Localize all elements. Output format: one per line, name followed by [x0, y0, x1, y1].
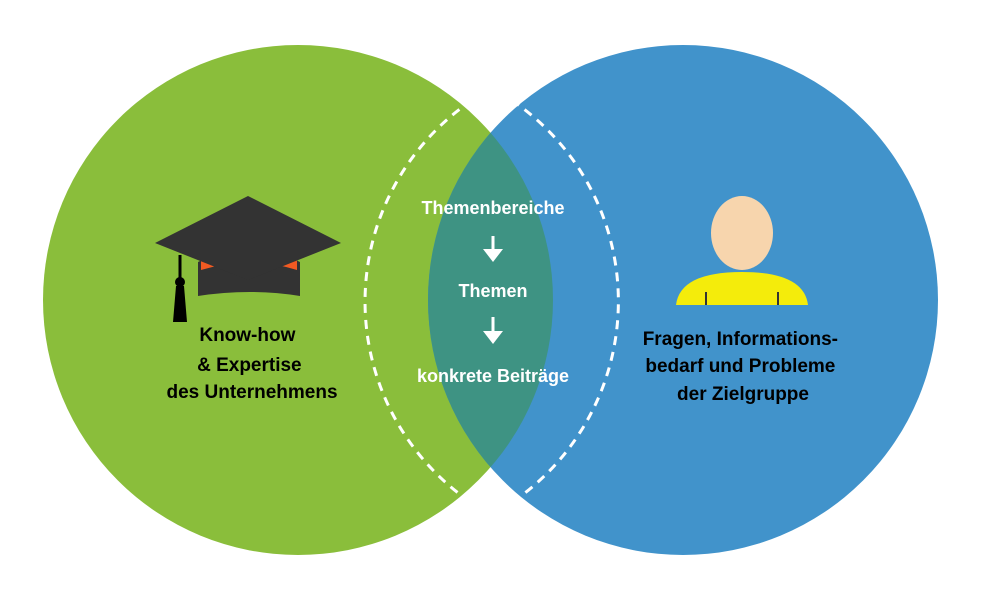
- graduation-cap-icon: [155, 196, 341, 322]
- right-label-line-2: bedarf und Probleme: [645, 356, 835, 377]
- overlap-step-3: konkrete Beiträge: [417, 366, 569, 386]
- right-label-line-1: Fragen, Informations-: [643, 329, 838, 350]
- arrow-down-icon: [483, 236, 503, 262]
- dashed-boundary-left: [363, 82, 501, 507]
- overlap-step-1: Themenbereiche: [421, 198, 564, 218]
- left-label-line-2: & Expertise: [197, 355, 302, 376]
- left-circle: [43, 45, 553, 555]
- arrow-down-icon: [483, 317, 503, 344]
- left-circle-label: Know-how & Expertise des Unternehmens: [166, 325, 337, 403]
- person-icon: [676, 196, 808, 305]
- overlap-step-2: Themen: [458, 281, 527, 301]
- right-label-line-3: der Zielgruppe: [677, 384, 809, 405]
- left-label-line-3: des Unternehmens: [166, 382, 337, 403]
- right-circle-label: Fragen, Informations- bedarf und Problem…: [643, 329, 844, 405]
- left-label-line-1: Know-how: [199, 325, 295, 346]
- dashed-boundary-right: [483, 82, 620, 507]
